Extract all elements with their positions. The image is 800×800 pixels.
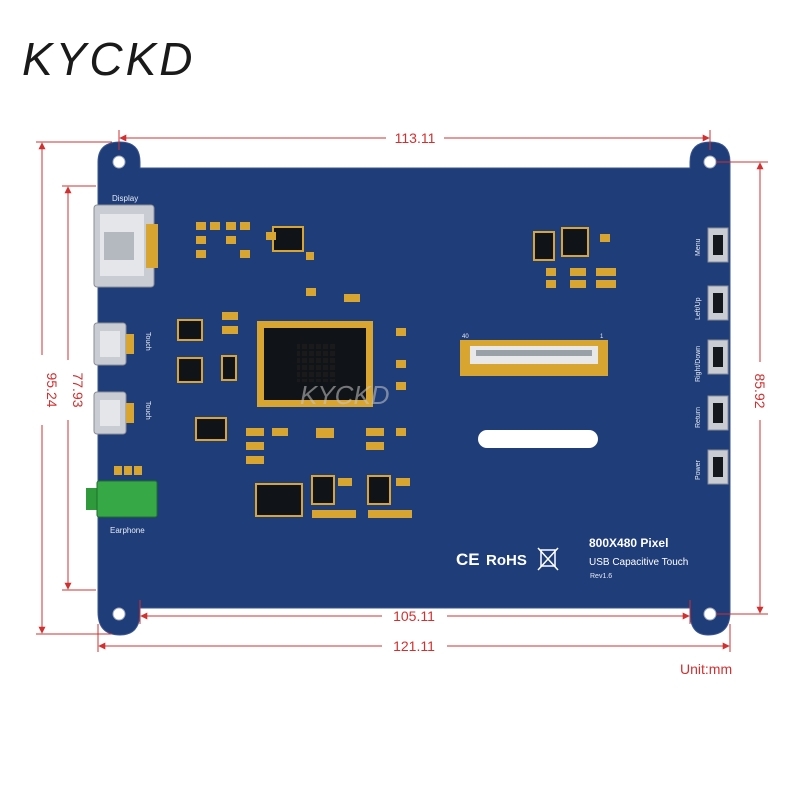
smd-pads bbox=[196, 222, 616, 518]
button-left-up-label: Left/Up bbox=[695, 297, 702, 320]
fpc-pin-1-label: 1 bbox=[600, 334, 604, 340]
mount-hole-tr bbox=[703, 155, 717, 169]
mount-hole-tl bbox=[112, 155, 126, 169]
earphone-jack bbox=[86, 465, 158, 518]
dim-bottom-outer-width: 121.11 bbox=[393, 638, 435, 654]
fpc-pin-40-label: 40 bbox=[462, 334, 469, 340]
mount-hole-bl bbox=[112, 607, 126, 621]
dim-top-width: 113.11 bbox=[395, 130, 436, 146]
button-left-up bbox=[707, 285, 729, 321]
display-port-label: Display bbox=[112, 194, 138, 203]
unit-label: Unit:mm bbox=[680, 661, 732, 677]
dim-bottom-inner-width: 105.11 bbox=[393, 608, 435, 624]
usb-touch-port-1 bbox=[93, 322, 134, 366]
board-slot bbox=[478, 430, 598, 448]
button-power bbox=[707, 449, 729, 485]
watermark: KYCKD bbox=[300, 380, 390, 410]
touch-type-label: USB Capacitive Touch bbox=[589, 557, 688, 568]
button-right-down bbox=[707, 339, 729, 375]
hdmi-port bbox=[93, 204, 158, 288]
button-return-label: Return bbox=[695, 407, 702, 428]
touch-port-label-2: Touch bbox=[144, 401, 151, 420]
fpc-connector bbox=[460, 340, 608, 376]
small-ics bbox=[177, 226, 589, 517]
revision-label: Rev1.6 bbox=[590, 573, 612, 580]
rohs-mark: RoHS bbox=[486, 552, 527, 569]
dim-right-height: 85.92 bbox=[752, 373, 768, 408]
dim-inner-height: 77.93 bbox=[70, 372, 86, 407]
dimension-lines bbox=[36, 130, 768, 652]
main-processor-chip bbox=[257, 321, 373, 407]
button-menu-label: Menu bbox=[695, 238, 702, 256]
mount-hole-br bbox=[703, 607, 717, 621]
button-return bbox=[707, 395, 729, 431]
resolution-label: 800X480 Pixel bbox=[589, 536, 668, 550]
button-menu bbox=[707, 227, 729, 263]
button-power-label: Power bbox=[695, 459, 702, 480]
dim-outer-height: 95.24 bbox=[44, 372, 60, 407]
earphone-label: Earphone bbox=[110, 526, 145, 535]
usb-touch-port-2 bbox=[93, 391, 134, 435]
weee-bin-icon bbox=[537, 547, 559, 571]
brand-logo: KYCKD bbox=[22, 33, 195, 85]
button-right-down-label: Right/Down bbox=[695, 346, 702, 382]
ce-mark: CE bbox=[456, 550, 480, 569]
touch-port-label-1: Touch bbox=[144, 332, 151, 351]
